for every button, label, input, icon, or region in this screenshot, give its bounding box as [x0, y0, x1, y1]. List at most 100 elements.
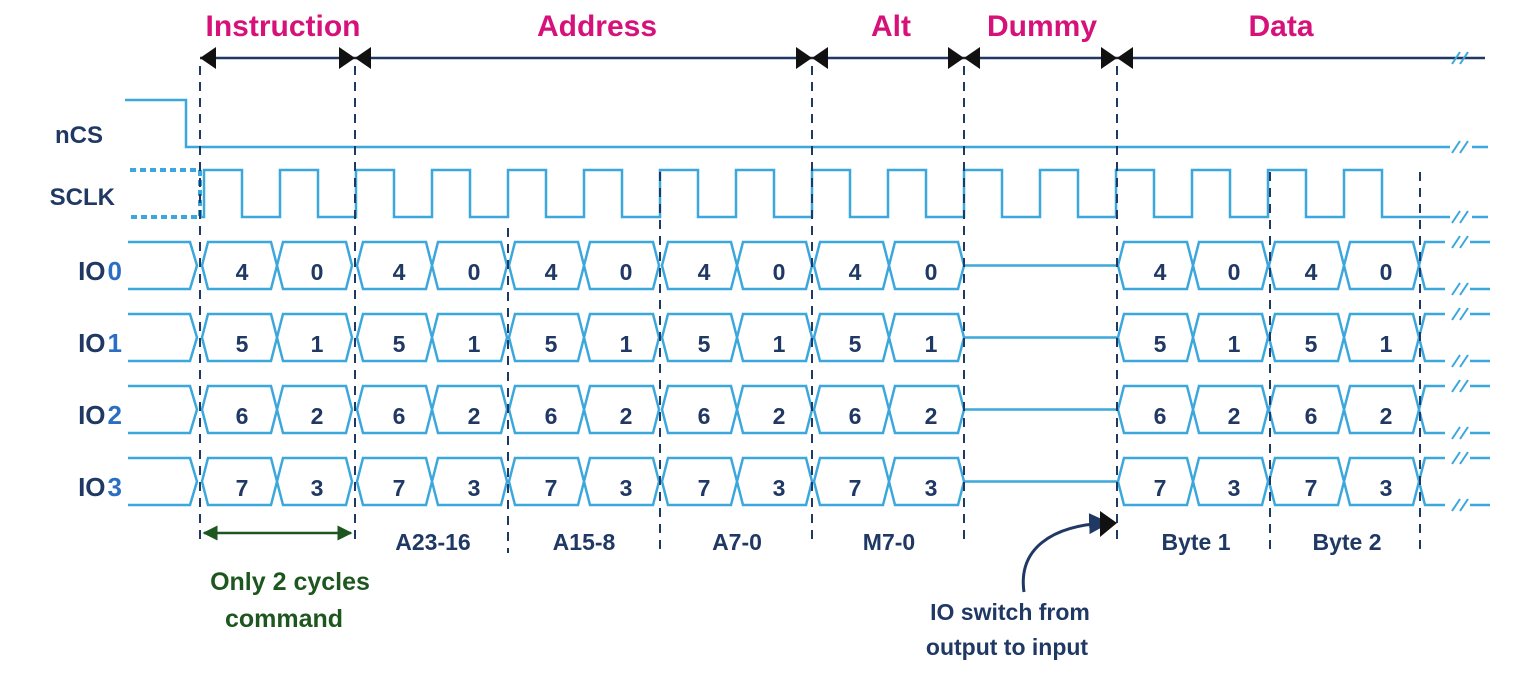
bit-label: 4	[545, 259, 558, 285]
signal-label-io0: IO0	[78, 256, 122, 286]
bit-label: 2	[925, 403, 938, 429]
bit-label: 7	[393, 475, 406, 501]
bit-label: 6	[1305, 403, 1318, 429]
bit-label: 3	[1380, 475, 1393, 501]
bit-label: 0	[1380, 259, 1393, 285]
io0-bits: 4 0 4 0 4 0 4 0 4 0 4 0 4 0	[236, 259, 1393, 285]
io1-waveform	[128, 307, 1490, 368]
segment-label-m7-0: M7-0	[863, 529, 915, 555]
bit-label: 3	[620, 475, 633, 501]
segment-label-a7-0: A7-0	[712, 529, 762, 555]
bit-label: 1	[468, 331, 481, 357]
bit-label: 2	[311, 403, 324, 429]
break-mark	[1451, 426, 1469, 440]
bit-label: 4	[698, 259, 711, 285]
bit-label: 5	[849, 331, 862, 357]
bit-label: 1	[925, 331, 938, 357]
bit-label: 7	[698, 475, 711, 501]
break-mark	[1451, 354, 1469, 368]
io-lane-path	[128, 312, 1490, 363]
bit-label: 5	[698, 331, 711, 357]
bit-label: 5	[545, 331, 558, 357]
bit-label: 4	[393, 259, 406, 285]
signal-label-ncs: nCS	[55, 122, 103, 149]
phase-label-alt: Alt	[871, 10, 911, 43]
bit-label: 1	[311, 331, 324, 357]
bit-label: 0	[1228, 259, 1241, 285]
bit-label: 3	[925, 475, 938, 501]
break-mark	[1451, 451, 1469, 465]
switch-note-line1: IO switch from	[930, 599, 1090, 625]
ncs-waveform	[125, 98, 1488, 154]
io0-waveform	[128, 235, 1490, 296]
io-switch-arrow	[1021, 513, 1111, 593]
bit-label: 4	[1305, 259, 1318, 285]
bit-label: 2	[1228, 403, 1241, 429]
bit-label: 3	[468, 475, 481, 501]
bit-label: 2	[773, 403, 786, 429]
bit-label: 6	[1154, 403, 1167, 429]
bit-label: 7	[236, 475, 249, 501]
bit-label: 5	[393, 331, 406, 357]
phase-timeline	[200, 47, 1485, 69]
io-waveforms	[128, 235, 1490, 512]
command-note-line1: Only 2 cycles	[210, 568, 370, 596]
signal-label-io2: IO2	[78, 400, 122, 430]
bit-label: 5	[1154, 331, 1167, 357]
io2-waveform	[128, 379, 1490, 440]
signal-label-io1: IO1	[78, 328, 122, 358]
command-note-line2: command	[225, 605, 343, 633]
bit-label: 6	[545, 403, 558, 429]
phase-label-instruction: Instruction	[206, 10, 361, 43]
bit-label: 0	[620, 259, 633, 285]
bit-label: 2	[468, 403, 481, 429]
signal-label-sclk: SCLK	[50, 184, 116, 211]
sclk-waveform	[130, 168, 1488, 224]
break-mark-phase	[1451, 51, 1469, 65]
bit-label: 1	[620, 331, 633, 357]
segment-label-a15-8: A15-8	[553, 529, 616, 555]
bit-label: 2	[620, 403, 633, 429]
break-mark	[1451, 235, 1469, 249]
bit-label: 1	[773, 331, 786, 357]
bit-label: 6	[236, 403, 249, 429]
bit-label: 3	[773, 475, 786, 501]
io2-bits: 6 2 6 2 6 2 6 2 6 2 6 2 6 2	[236, 403, 1393, 429]
switch-note-line2: output to input	[926, 634, 1089, 660]
break-mark	[1451, 307, 1469, 321]
break-mark	[1451, 379, 1469, 393]
bit-label: 1	[1380, 331, 1393, 357]
phase-boundaries	[199, 66, 1421, 553]
segment-label-a23-16: A23-16	[395, 529, 470, 555]
bit-label: 0	[925, 259, 938, 285]
io3-bits: 7 3 7 3 7 3 7 3 7 3 7 3 7 3	[236, 475, 1393, 501]
bit-label: 6	[849, 403, 862, 429]
io1-bits: 5 1 5 1 5 1 5 1 5 1 5 1 5 1	[236, 331, 1393, 357]
bit-label: 7	[1305, 475, 1318, 501]
io3-waveform	[128, 451, 1490, 512]
bit-label: 4	[236, 259, 249, 285]
segment-label-byte2: Byte 2	[1312, 529, 1381, 555]
bit-label: 5	[236, 331, 249, 357]
bit-label: 4	[849, 259, 862, 285]
bit-label: 2	[1380, 403, 1393, 429]
bit-label: 3	[311, 475, 324, 501]
bit-label: 1	[1228, 331, 1241, 357]
break-mark	[1451, 282, 1469, 296]
bit-label: 0	[468, 259, 481, 285]
bit-label: 0	[773, 259, 786, 285]
bit-label: 0	[311, 259, 324, 285]
bit-label: 4	[1154, 259, 1167, 285]
phase-label-data: Data	[1248, 10, 1313, 43]
bit-label: 7	[1154, 475, 1167, 501]
bit-label: 6	[698, 403, 711, 429]
io-lane-path	[128, 384, 1490, 435]
io-lane-path	[128, 456, 1490, 507]
bit-label: 5	[1305, 331, 1318, 357]
segment-label-byte1: Byte 1	[1161, 529, 1230, 555]
signal-label-io3: IO3	[78, 472, 122, 502]
bit-label: 3	[1228, 475, 1241, 501]
io-switch-arrowhead	[1100, 511, 1117, 537]
phase-label-dummy: Dummy	[987, 10, 1097, 43]
bit-label: 7	[545, 475, 558, 501]
